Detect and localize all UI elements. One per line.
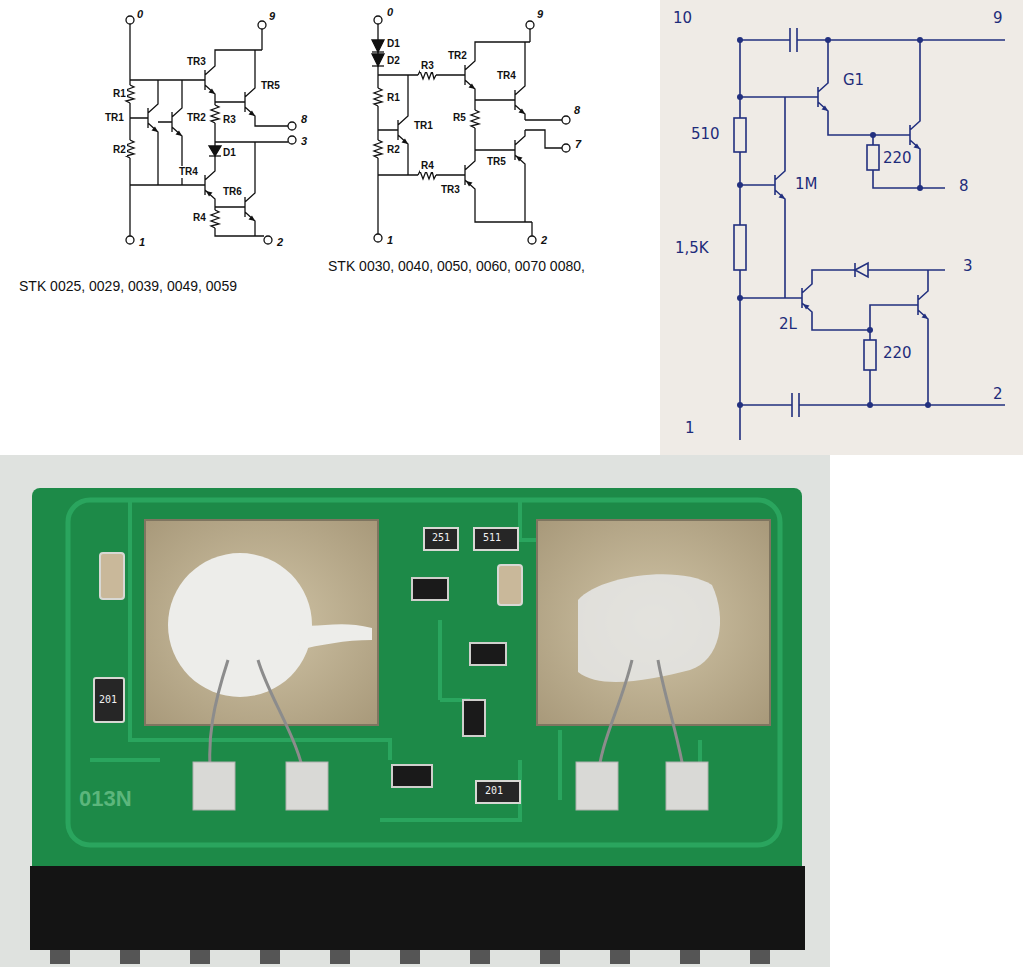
pin-number: 2 — [540, 234, 548, 247]
schematic-left — [126, 16, 296, 244]
part-label: R2 — [112, 144, 127, 156]
part-label: TR5 — [260, 80, 281, 92]
handwritten-label: 220 — [882, 150, 913, 167]
handwritten-label: 1M — [794, 176, 819, 193]
part-label: R4 — [420, 160, 435, 172]
part-label: TR3 — [186, 56, 207, 68]
pin-number: 0 — [386, 6, 394, 19]
pin-number: 0 — [136, 8, 144, 21]
part-label: D1 — [386, 38, 401, 50]
pin-number: 1 — [386, 234, 394, 247]
pin-number: 2 — [276, 236, 284, 249]
part-label: R4 — [192, 212, 207, 224]
part-label: TR2 — [186, 112, 207, 124]
part-label: D2 — [386, 55, 401, 67]
handwritten-label: 1 — [684, 420, 696, 437]
part-label: R3 — [420, 60, 435, 72]
part-label: TR5 — [486, 156, 507, 168]
part-label: TR2 — [447, 50, 468, 62]
pin-number: 9 — [268, 10, 276, 23]
pin-number: 9 — [536, 8, 544, 21]
part-label: R5 — [452, 112, 467, 124]
component-marking: 511 — [482, 532, 502, 544]
pin-number: 7 — [574, 138, 582, 151]
part-label: TR4 — [496, 70, 517, 82]
pin-number: 1 — [138, 236, 146, 249]
handwritten-label: 220 — [882, 345, 913, 362]
pin-number: 8 — [573, 104, 581, 117]
board-marking: 013N — [78, 786, 133, 811]
part-label: TR1 — [104, 112, 125, 124]
handwritten-label: 2 — [992, 386, 1004, 403]
handwritten-label: 3 — [962, 258, 974, 275]
schematic-middle — [372, 16, 570, 244]
part-label: R1 — [112, 88, 127, 100]
pin-number: 3 — [300, 135, 308, 148]
pcb-photo — [0, 455, 830, 967]
part-label: TR6 — [222, 186, 243, 198]
component-marking: 251 — [431, 532, 451, 544]
component-marking: 201 — [484, 785, 504, 797]
figure-caption: STK 0030, 0040, 0050, 0060, 0070 0080, — [327, 258, 609, 274]
pin-number: 8 — [300, 113, 308, 126]
part-label: D1 — [222, 147, 237, 159]
part-label: TR3 — [440, 184, 461, 196]
part-label: R3 — [222, 114, 237, 126]
part-label: TR1 — [413, 120, 434, 132]
part-label: R1 — [386, 92, 401, 104]
handwritten-label: 8 — [958, 178, 970, 195]
handwritten-label: 10 — [672, 10, 693, 27]
handwritten-label: 2L — [778, 316, 798, 333]
hand-schematic — [734, 28, 1005, 440]
part-label: R2 — [386, 144, 401, 156]
component-marking: 201 — [98, 694, 118, 706]
figure-caption: STK 0025, 0029, 0039, 0049, 0059 — [18, 278, 238, 294]
part-label: TR4 — [178, 166, 199, 178]
handwritten-label: 1,5K — [674, 240, 710, 257]
handwritten-label: 9 — [992, 10, 1004, 27]
handwritten-label: G1 — [842, 72, 865, 89]
handwritten-label: 510 — [690, 126, 721, 143]
